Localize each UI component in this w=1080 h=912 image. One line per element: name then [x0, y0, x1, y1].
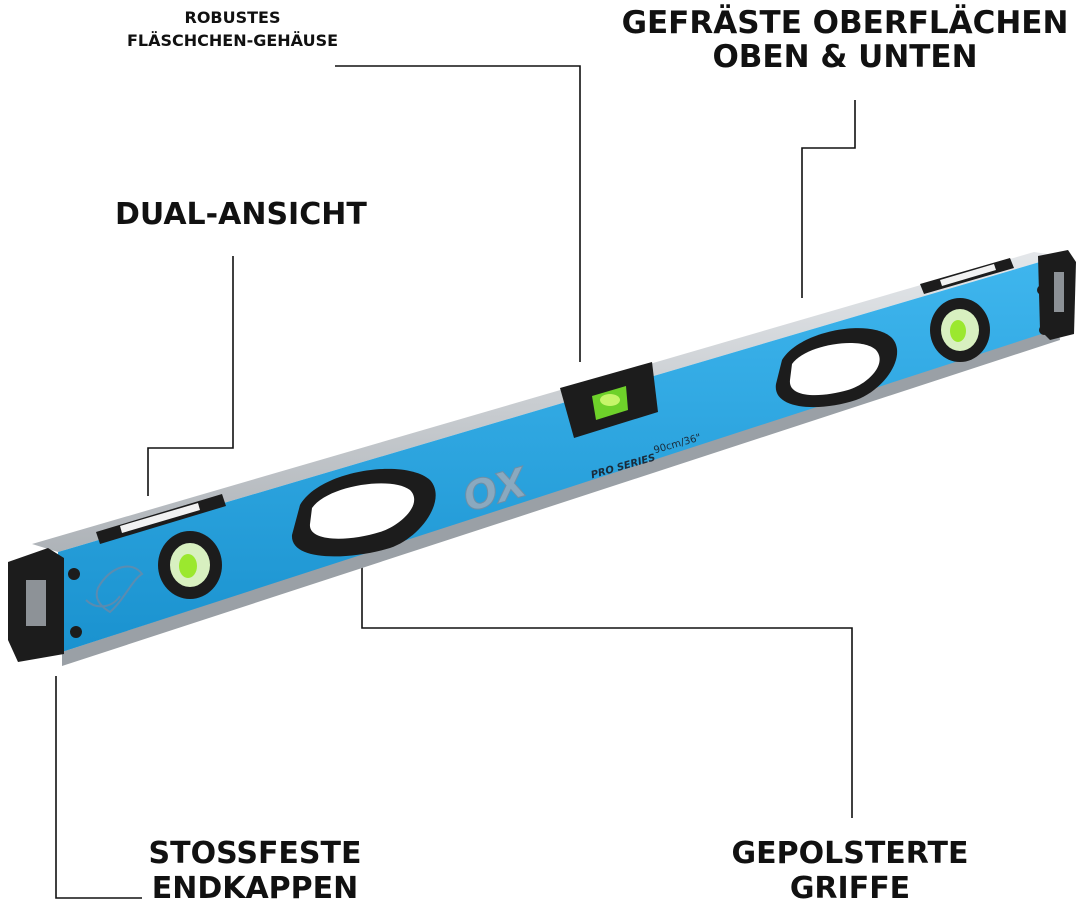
milled-bottom-surface [62, 326, 1060, 666]
leader-line-grips [361, 560, 853, 818]
callout-dual-view: DUAL-ANSICHT [115, 197, 367, 232]
callout-grips-line2: GRIFFE [789, 871, 911, 907]
callout-housing-line1: ROBUSTES [184, 8, 281, 27]
end-cap-right [1038, 250, 1076, 340]
callout-endcaps-line1: STOSSFESTE [148, 836, 362, 871]
milled-top-surface [32, 252, 1060, 552]
callout-milled-surfaces: GEFRÄSTE OBERFLÄCHEN OBEN & UNTEN [620, 6, 1070, 74]
ox-head-icon [85, 565, 144, 614]
callout-endcaps-line2: ENDKAPPEN [151, 871, 359, 907]
leader-line-surfaces [801, 100, 856, 298]
callout-padded-grips: GEPOLSTERTE GRIFFE [700, 836, 1000, 907]
leader-line-housing [335, 65, 581, 362]
vial-left [158, 531, 222, 599]
callout-shockproof-end-caps: STOSSFESTE ENDKAPPEN [120, 836, 390, 907]
leader-lines [55, 65, 856, 899]
leader-line-end-caps [55, 676, 142, 899]
padded-grip-right [775, 328, 898, 408]
callout-surfaces-line2: OBEN & UNTEN [712, 39, 978, 76]
padded-grip-left [291, 468, 436, 557]
center-vial-housing [560, 362, 658, 438]
callout-surfaces-line1: GEFRÄSTE OBERFLÄCHEN [621, 5, 1069, 41]
callout-dual-line1: DUAL-ANSICHT [115, 197, 367, 232]
vial-right [930, 298, 990, 362]
callout-grips-line1: GEPOLSTERTE [731, 836, 969, 871]
leader-line-dual-view [147, 256, 234, 496]
end-cap-left [8, 548, 64, 662]
callout-robust-vial-housing: ROBUSTES FLÄSCHCHEN-GEHÄUSE [105, 6, 360, 52]
callout-housing-line2: FLÄSCHCHEN-GEHÄUSE [126, 31, 339, 51]
